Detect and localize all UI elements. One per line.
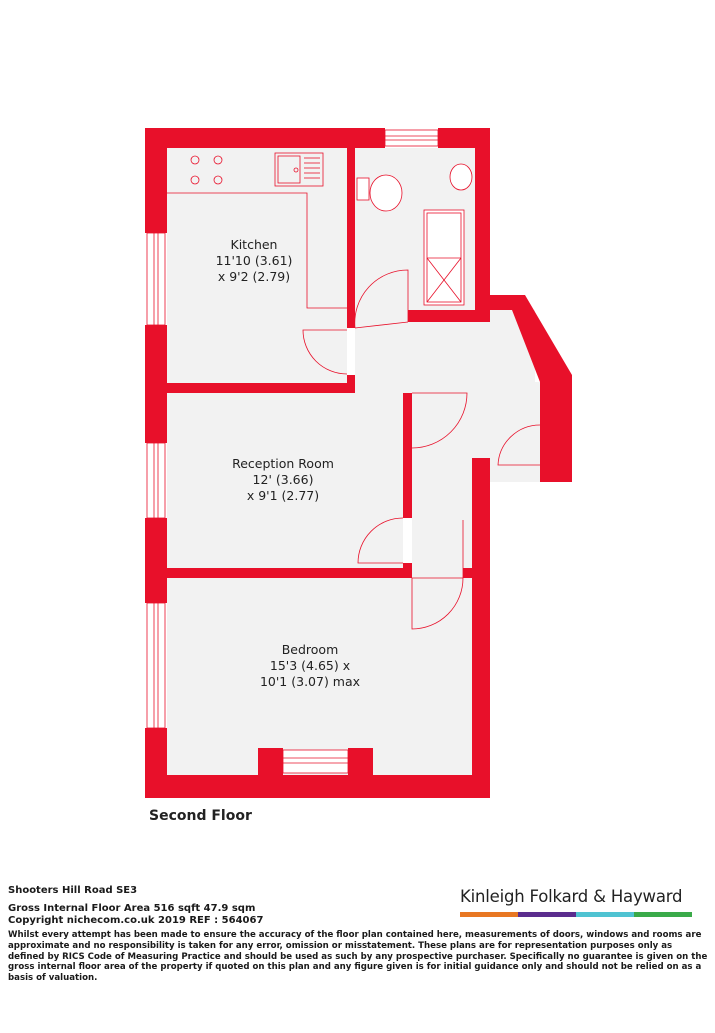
agent-logo: Kinleigh Folkard & Hayward [460,887,692,917]
floor-label: Second Floor [149,808,252,824]
disclaimer: Whilst every attempt has been made to en… [8,930,708,984]
room-name: Bedroom [282,642,339,657]
property-info: Shooters Hill Road SE3 Gross Internal Fl… [8,885,263,927]
room-dimension: x 9'2 (2.79) [218,269,290,284]
room-dimension: 11'10 (3.61) [216,253,293,268]
room-name: Kitchen [231,237,278,252]
walls [145,128,572,798]
windows [146,129,439,774]
brand-bar-purple [518,912,576,917]
room-label-reception: Reception Room 12' (3.66) x 9'1 (2.77) [232,456,334,503]
brand-bar-orange [460,912,518,917]
room-label-kitchen: Kitchen 11'10 (3.61) x 9'2 (2.79) [216,237,293,284]
room-dimension: 12' (3.66) [253,472,314,487]
copyright: Copyright nichecom.co.uk 2019 REF : 5640… [8,915,264,926]
agent-name: Kinleigh Folkard & Hayward [460,887,683,906]
floor-plan: Kitchen 11'10 (3.61) x 9'2 (2.79) Recept… [145,128,572,798]
room-dimension: 15'3 (4.65) x [270,658,350,673]
room-dimension: 10'1 (3.07) max [260,674,360,689]
room-name: Reception Room [232,456,334,471]
brand-bar-cyan [576,912,634,917]
kitchen-fittings [167,152,347,309]
address: Shooters Hill Road SE3 [8,885,138,896]
brand-color-bar [460,912,692,917]
bathroom-fittings [356,163,473,306]
brand-bar-green [634,912,692,917]
floor-area: Gross Internal Floor Area 516 sqft 47.9 … [8,903,256,914]
room-label-bedroom: Bedroom 15'3 (4.65) x 10'1 (3.07) max [260,642,360,689]
room-dimension: x 9'1 (2.77) [247,488,319,503]
doors [302,269,541,630]
